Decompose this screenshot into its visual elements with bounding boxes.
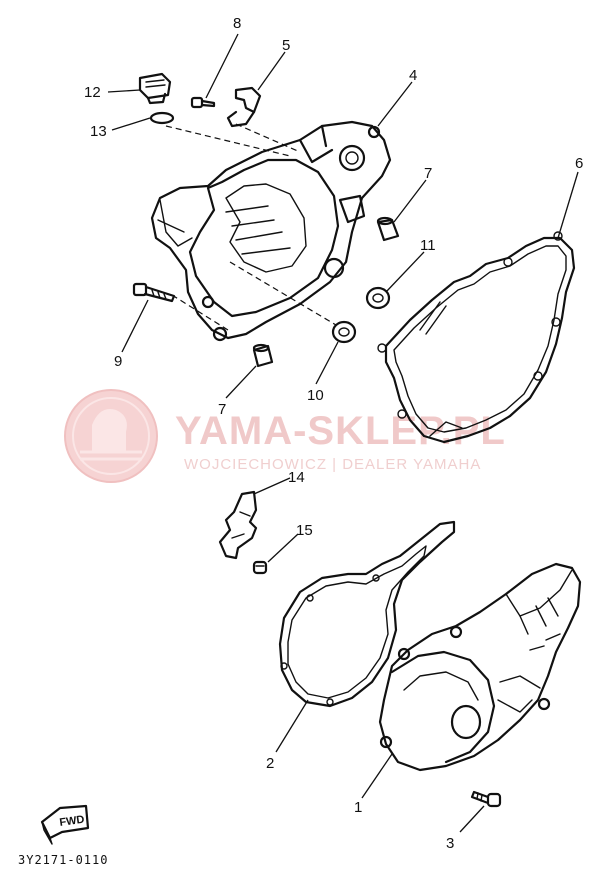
watermark-subtitle: WOJCIECHOWICZ | DEALER YAMAHA (184, 456, 481, 473)
part-10-oil-seal (331, 320, 357, 344)
part-9-bolt (132, 282, 176, 303)
part-7-dowel-lower (252, 343, 274, 368)
callout-7-upper: 7 (424, 165, 432, 182)
callout-numbers: 8 5 4 12 13 7 6 11 9 10 7 14 15 2 1 3 (84, 15, 583, 852)
callout-3: 3 (446, 835, 454, 852)
fwd-arrow-icon: FWD (40, 804, 90, 845)
callout-8: 8 (233, 15, 241, 32)
part-14-bracket (218, 490, 258, 560)
callout-5: 5 (282, 37, 290, 54)
fwd-label: FWD (59, 814, 86, 829)
part-2-gasket (278, 520, 456, 708)
part-4-clutch-cover (150, 120, 392, 342)
part-3-bolt (470, 790, 502, 808)
callout-2: 2 (266, 755, 274, 772)
dashed-line-bolt9 (171, 294, 229, 331)
dashed-line-cap (165, 125, 291, 157)
callout-9: 9 (114, 353, 122, 370)
watermark: YAMA-SKLEP.PL WOJCIECHOWICZ | DEALER YAM… (64, 389, 505, 483)
diagram-code: 3Y2171-0110 (18, 853, 108, 867)
part-12-filler-cap (138, 72, 172, 105)
callout-13: 13 (90, 123, 107, 140)
part-11-oil-seal (365, 286, 391, 310)
callout-10: 10 (307, 387, 324, 404)
part-1-magneto-cover (378, 562, 582, 772)
callout-1: 1 (354, 799, 362, 816)
watermark-logo (64, 389, 158, 483)
callout-4: 4 (409, 67, 417, 84)
callout-7-lower: 7 (218, 401, 226, 418)
part-5-bracket (226, 86, 262, 128)
part-6-gasket (377, 231, 576, 444)
dashed-line-seal10 (229, 261, 337, 326)
callout-12: 12 (84, 84, 101, 101)
callout-14: 14 (288, 469, 305, 486)
part-15-bolt (252, 560, 268, 575)
leader-lines (107, 33, 579, 833)
callout-11: 11 (420, 237, 436, 254)
part-7-dowel-upper (376, 216, 400, 242)
part-8-bolt (190, 96, 216, 109)
part-13-o-ring (149, 111, 175, 125)
dashed-line-bracket (235, 123, 301, 153)
callout-15: 15 (296, 522, 313, 539)
callout-6: 6 (575, 155, 583, 172)
